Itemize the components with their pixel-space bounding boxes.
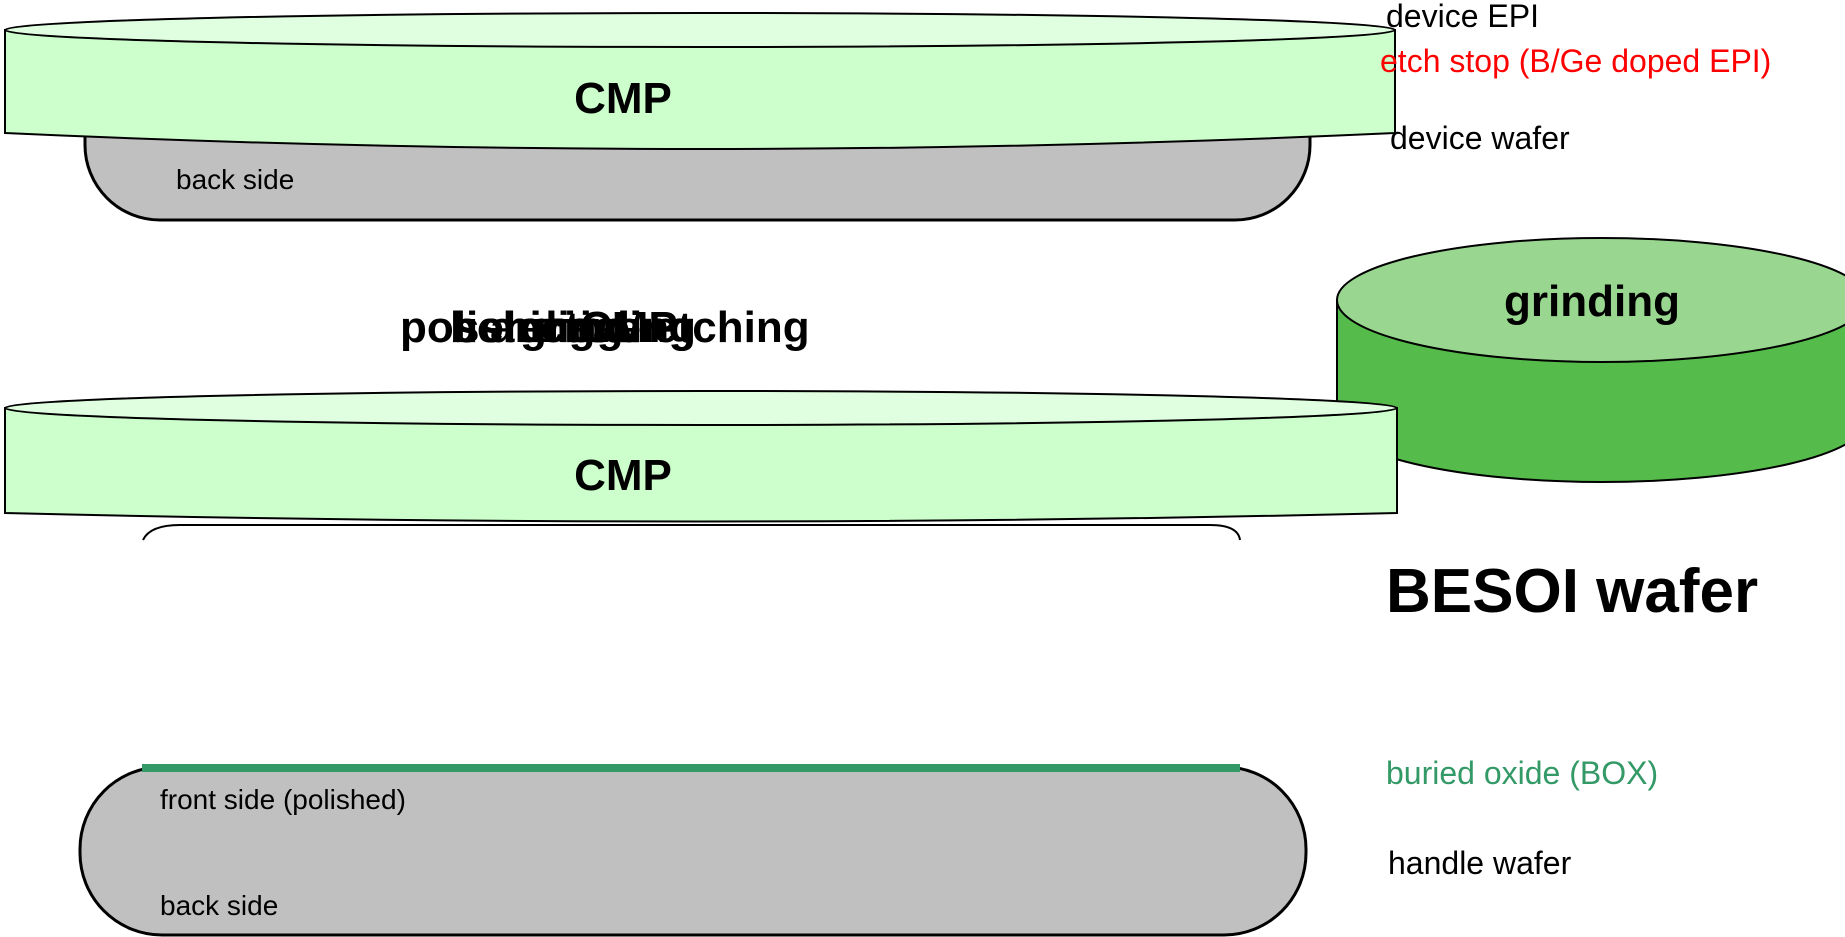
cmp-pad-middle-side	[4, 407, 1398, 523]
grinding-wheel-face	[1336, 237, 1845, 363]
cmp-pad-middle	[4, 390, 1398, 523]
back-side-label-bottom: back side	[160, 890, 278, 921]
handle-wafer-label: handle wafer	[1388, 845, 1572, 881]
cmp-label-top: CMP	[574, 74, 672, 123]
device-wafer-label: device wafer	[1390, 120, 1570, 156]
step-label-grinding: grinding	[520, 303, 696, 352]
cmp-pad-top-face	[4, 12, 1396, 48]
step-label-selective-etching: selective etching	[455, 303, 810, 352]
thinned-device-layer	[142, 524, 1241, 541]
front-side-label: front side (polished)	[160, 784, 406, 815]
step-label-bonding: bonding	[450, 303, 624, 352]
device-epi-label: device EPI	[1386, 0, 1539, 34]
etch-stop-label: etch stop (B/Ge doped EPI)	[1380, 43, 1771, 79]
cmp-pad-middle-face	[4, 390, 1398, 426]
step-label-cmp: CMP	[580, 303, 678, 352]
besoi-wafer-title: BESOI wafer	[1386, 557, 1758, 626]
step-label-annealing: annealing	[490, 303, 695, 352]
overlapped-step-labels: polishing bonding annealing grinding CMP…	[400, 303, 810, 352]
grinding-wheel	[1336, 237, 1845, 483]
cmp-pad-top	[4, 12, 1396, 150]
buried-oxide-label: buried oxide (BOX)	[1386, 755, 1658, 791]
cmp-pad-top-side	[4, 29, 1396, 150]
back-side-label-top: back side	[176, 164, 294, 195]
cmp-label-middle: CMP	[574, 451, 672, 500]
step-label-polishing: polishing	[400, 303, 596, 352]
grinding-label: grinding	[1504, 277, 1680, 326]
